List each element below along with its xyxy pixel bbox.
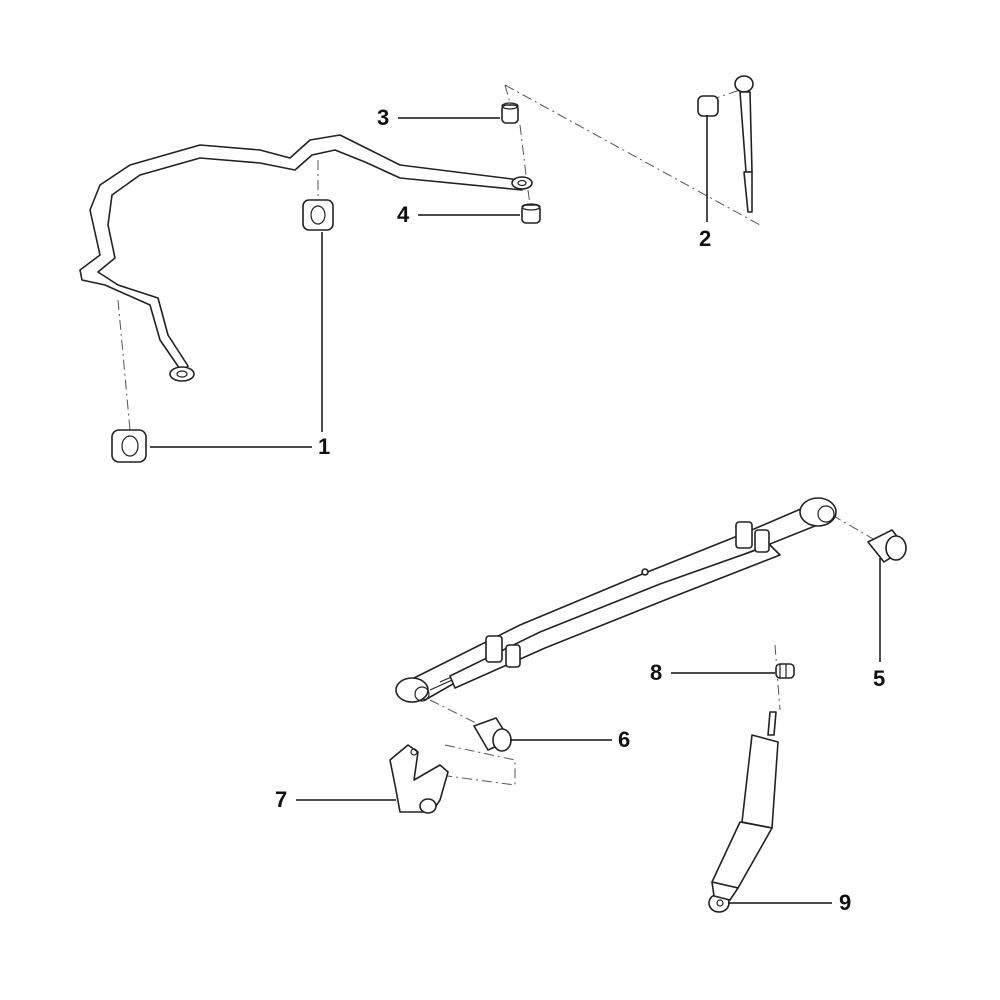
stabilizer-link bbox=[697, 75, 754, 213]
shock-absorber bbox=[708, 711, 779, 913]
spring-shackle bbox=[389, 744, 449, 814]
bushing-5 bbox=[867, 529, 907, 563]
callout-5: 5 bbox=[873, 666, 886, 691]
bushing-4 bbox=[521, 203, 541, 224]
leader-lines bbox=[150, 115, 881, 904]
callout-6: 6 bbox=[618, 727, 631, 752]
stabilizer-bar bbox=[79, 134, 533, 382]
bushing-8 bbox=[775, 663, 795, 679]
callout-7: 7 bbox=[275, 787, 288, 812]
callout-9: 9 bbox=[839, 890, 852, 915]
leaf-spring bbox=[395, 497, 837, 703]
callout-1: 1 bbox=[318, 434, 331, 459]
assembly-lines bbox=[117, 84, 876, 786]
callout-3: 3 bbox=[377, 105, 390, 130]
callout-2: 2 bbox=[699, 226, 712, 251]
callout-4: 4 bbox=[397, 202, 410, 227]
callout-8: 8 bbox=[650, 660, 663, 685]
bushing-3 bbox=[501, 102, 519, 124]
bushing-upper-1 bbox=[302, 199, 334, 231]
bushing-lower-1 bbox=[111, 429, 147, 463]
bushing-6 bbox=[473, 717, 512, 752]
